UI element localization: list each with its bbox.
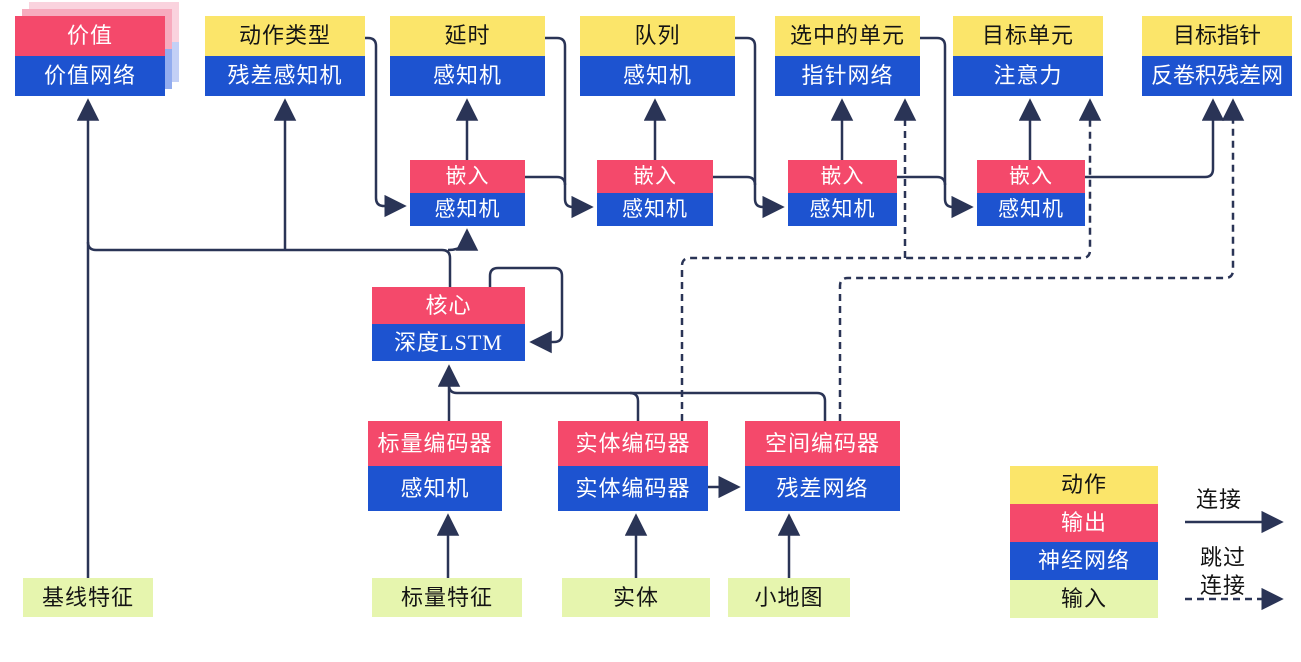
node-target-point-network-label: 反卷积残差网: [1142, 56, 1292, 96]
legend-input-swatch: 输入: [1010, 580, 1158, 618]
node-embed-1-network-label: 感知机: [410, 193, 525, 226]
input-entities: 实体: [562, 578, 710, 617]
edge-core-trunk-left: [86, 241, 452, 288]
legend-network-swatch: 神经网络: [1010, 542, 1158, 580]
input-minimap-label: 小地图: [728, 578, 850, 617]
node-embed-4-network-label: 感知机: [977, 193, 1085, 226]
node-queue-action-label: 队列: [580, 16, 735, 56]
edge-entity-encoder-branch: [629, 391, 640, 421]
node-delay: 延时 感知机: [390, 16, 545, 96]
edge-trunk-to-embed1: [447, 228, 479, 252]
node-core: 核心 深度LSTM: [372, 287, 525, 361]
node-action-type-action-label: 动作类型: [205, 16, 365, 56]
node-embed-4-output-label: 嵌入: [977, 160, 1085, 193]
node-embed-3: 嵌入 感知机: [788, 160, 897, 226]
input-baseline-features-label: 基线特征: [23, 578, 153, 617]
node-embed-3-network-label: 感知机: [788, 193, 897, 226]
node-queue: 队列 感知机: [580, 16, 735, 96]
node-queue-network-label: 感知机: [580, 56, 735, 96]
legend-skip-label-line2: 连接: [1200, 573, 1247, 598]
input-baseline-features: 基线特征: [23, 578, 153, 617]
edge-action-type-to-embed1: [365, 36, 407, 218]
edge-encoders-horizontal: [447, 384, 827, 421]
node-scalar-encoder-network-label: 感知机: [368, 466, 502, 511]
node-delay-action-label: 延时: [390, 16, 545, 56]
input-scalar-features: 标量特征: [372, 578, 522, 617]
edge-core-self-loop: [488, 266, 564, 354]
input-entities-label: 实体: [562, 578, 710, 617]
legend-connection-label: 连接: [1196, 487, 1243, 512]
edge-embed2-right-merge: [713, 175, 757, 186]
node-entity-encoder: 实体编码器 实体编码器: [558, 421, 708, 511]
node-selected-units-action-label: 选中的单元: [775, 16, 920, 56]
node-value-network-label: 价值网络: [15, 56, 165, 96]
node-embed-3-output-label: 嵌入: [788, 160, 897, 193]
edge-selected-units-to-embed4: [920, 36, 974, 219]
node-action-type: 动作类型 残差感知机: [205, 16, 365, 96]
node-embed-2-network-label: 感知机: [597, 193, 713, 226]
node-action-type-network-label: 残差感知机: [205, 56, 365, 96]
node-entity-encoder-output-label: 实体编码器: [558, 421, 708, 466]
legend-color-key: 动作 输出 神经网络 输入: [1010, 466, 1158, 618]
skip-spatial-to-target-point: [838, 98, 1245, 421]
node-target-point-action-label: 目标指针: [1142, 16, 1292, 56]
node-selected-units-network-label: 指针网络: [775, 56, 920, 96]
edge-embed3-right-merge: [897, 175, 947, 186]
node-value-output-label: 价值: [15, 16, 165, 56]
edge-queue-to-embed3: [735, 36, 785, 219]
node-selected-units: 选中的单元 指针网络: [775, 16, 920, 96]
legend-action-swatch: 动作: [1010, 466, 1158, 504]
edge-delay-to-embed2: [545, 36, 594, 219]
legend-output-swatch: 输出: [1010, 504, 1158, 542]
node-embed-1-output-label: 嵌入: [410, 160, 525, 193]
edge-embed4-to-target-point: [1085, 98, 1225, 179]
node-core-output-label: 核心: [372, 287, 525, 324]
node-value: 价值 价值网络: [15, 16, 165, 96]
node-scalar-encoder-output-label: 标量编码器: [368, 421, 502, 466]
node-embed-2-output-label: 嵌入: [597, 160, 713, 193]
skip-entity-to-target-unit: [680, 98, 1102, 421]
node-target-unit: 目标单元 注意力: [953, 16, 1103, 96]
node-target-point: 目标指针 反卷积残差网: [1142, 16, 1292, 96]
legend-skip-label-line1: 跳过: [1200, 545, 1247, 570]
node-embed-1: 嵌入 感知机: [410, 160, 525, 226]
node-spatial-encoder-network-label: 残差网络: [745, 466, 900, 511]
node-core-network-label: 深度LSTM: [372, 324, 525, 361]
node-embed-2: 嵌入 感知机: [597, 160, 713, 226]
node-entity-encoder-network-label: 实体编码器: [558, 466, 708, 511]
edge-embed1-right-merge: [525, 175, 567, 186]
input-scalar-features-label: 标量特征: [372, 578, 522, 617]
node-target-unit-action-label: 目标单元: [953, 16, 1103, 56]
node-spatial-encoder: 空间编码器 残差网络: [745, 421, 900, 511]
node-scalar-encoder: 标量编码器 感知机: [368, 421, 502, 511]
node-target-unit-network-label: 注意力: [953, 56, 1103, 96]
input-minimap: 小地图: [728, 578, 850, 617]
node-embed-4: 嵌入 感知机: [977, 160, 1085, 226]
node-delay-network-label: 感知机: [390, 56, 545, 96]
node-spatial-encoder-output-label: 空间编码器: [745, 421, 900, 466]
